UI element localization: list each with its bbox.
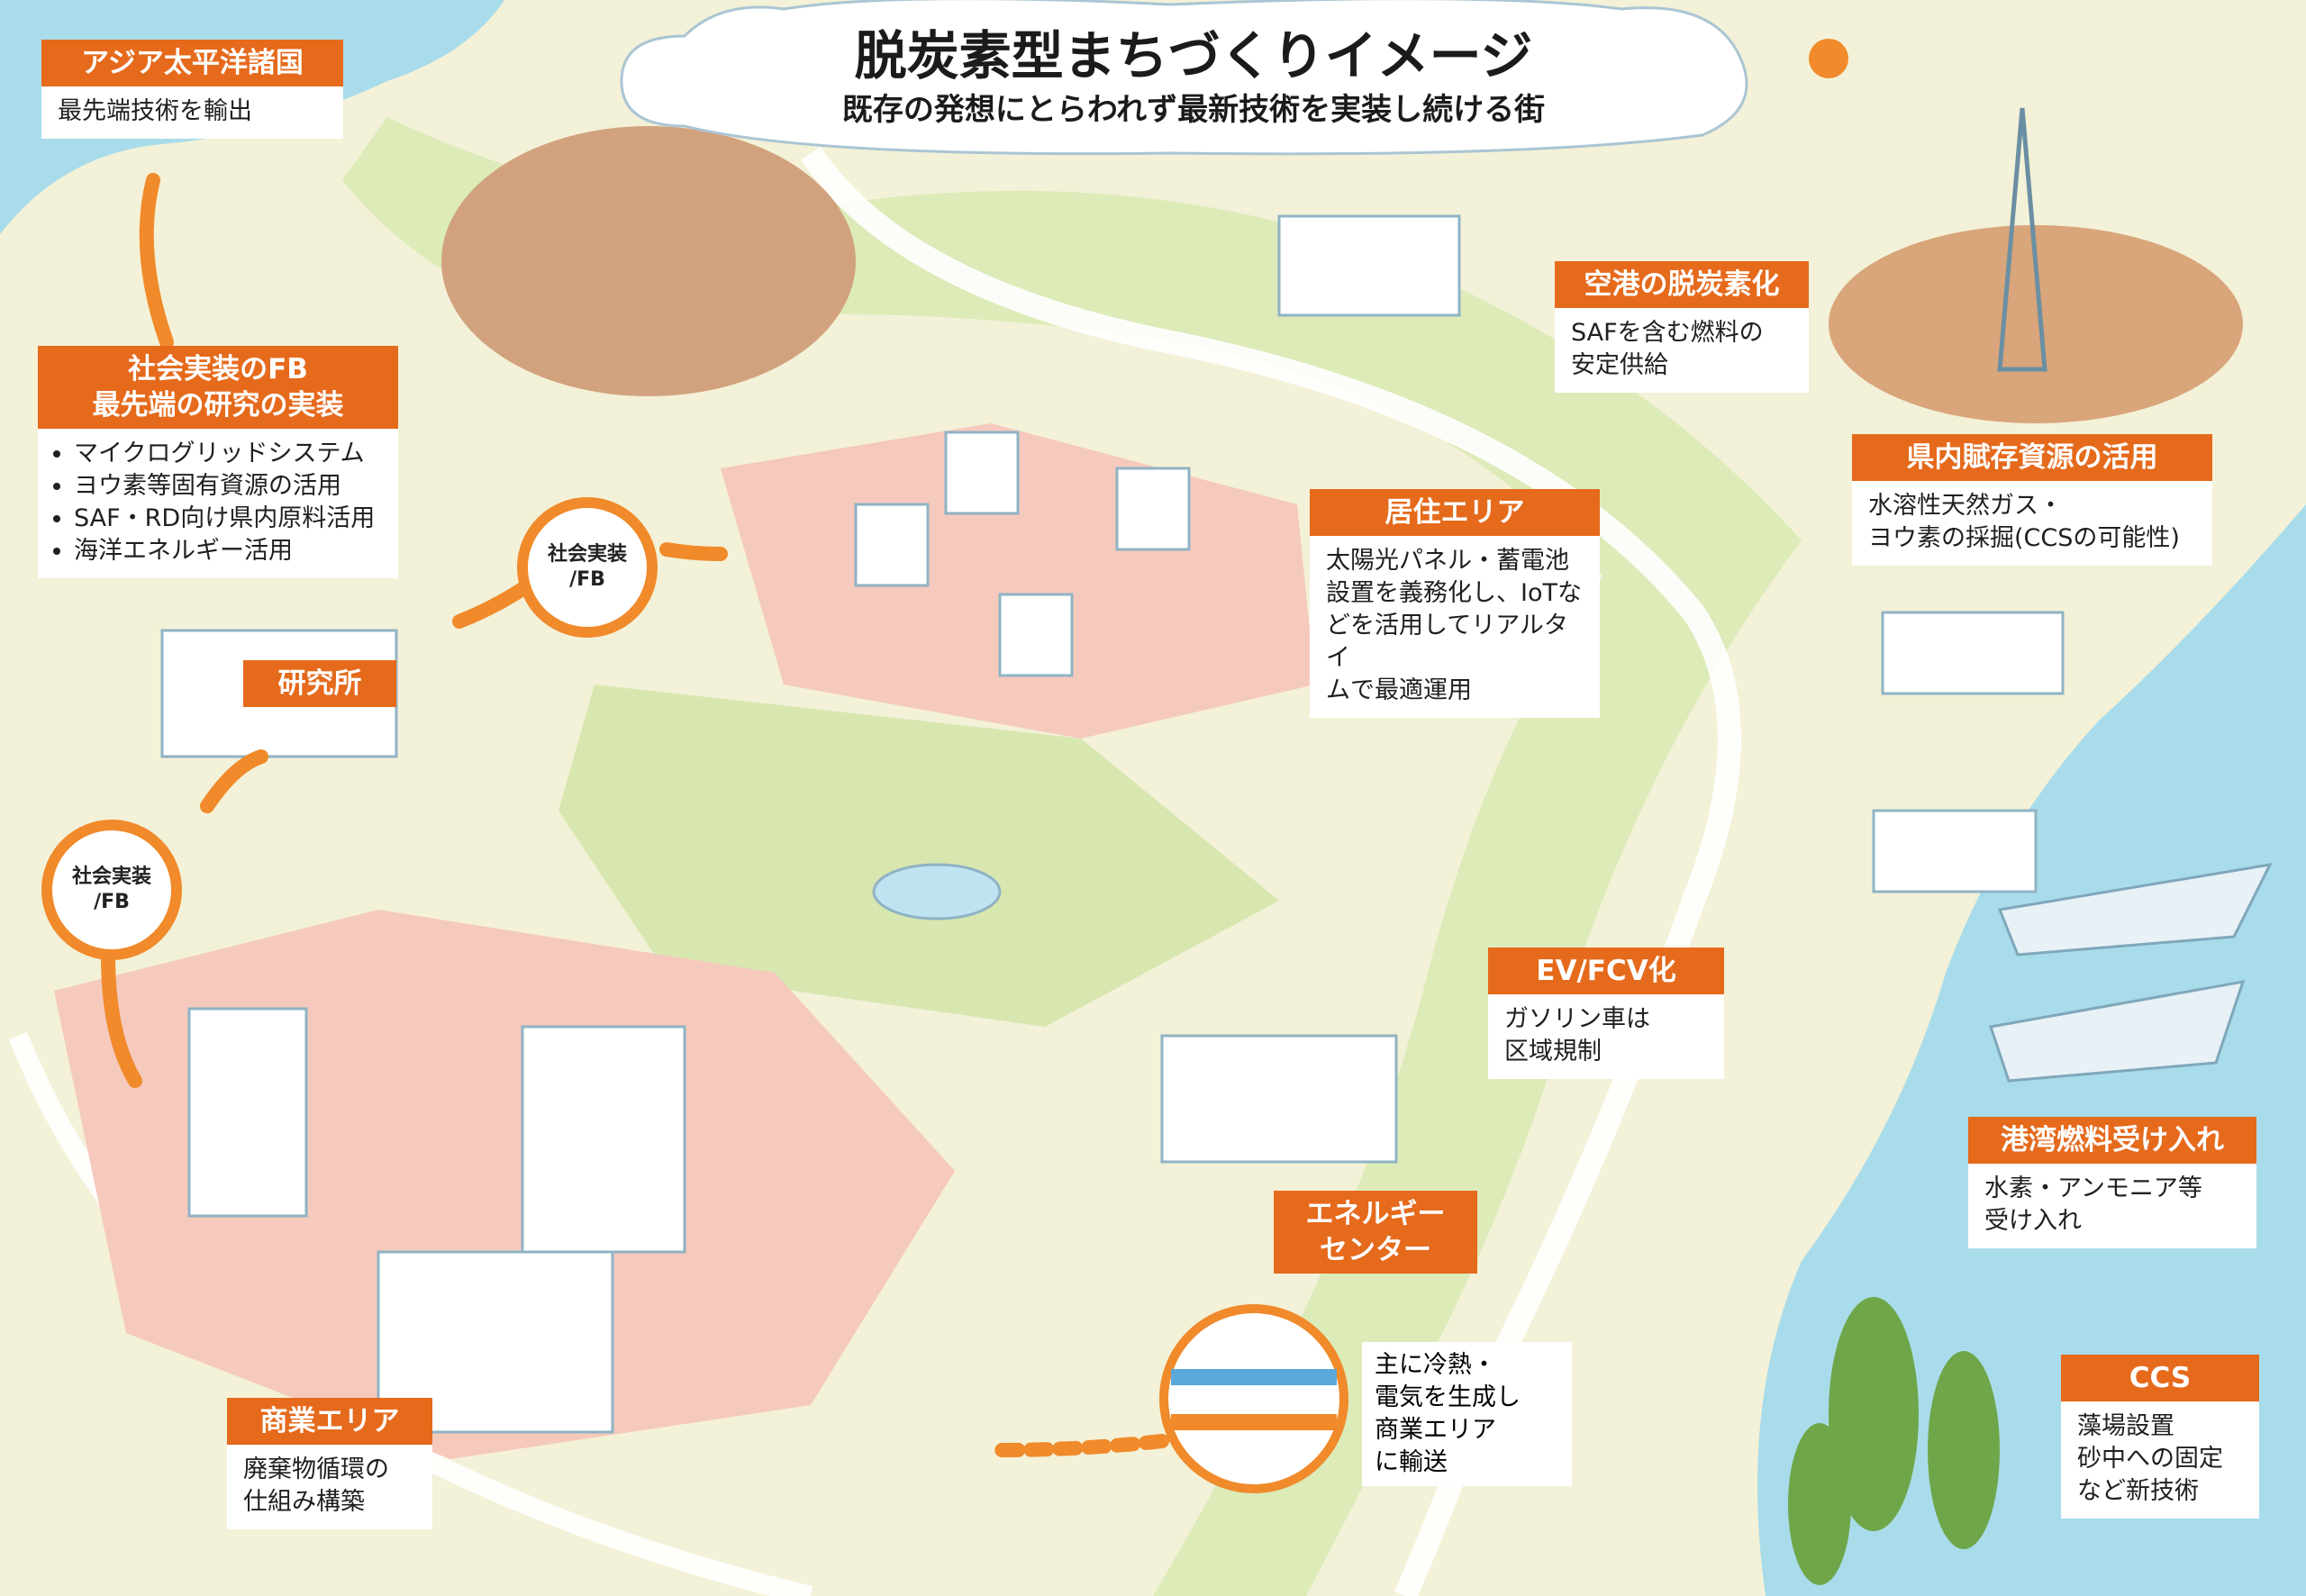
houses — [854, 431, 1191, 677]
list-item: SAF・RD向け県内原料活用 — [74, 503, 382, 535]
callout-asia: アジア太平洋諸国 最先端技術を輸出 — [41, 40, 343, 139]
callout-resources-body: 水溶性天然ガス・ ヨウ素の採掘(CCSの可能性) — [1852, 481, 2212, 566]
farm-zone — [441, 126, 856, 396]
gas-tower-icon — [1997, 107, 2047, 372]
callout-asia-title: アジア太平洋諸国 — [41, 40, 343, 86]
callout-lab-title: 研究所 — [243, 660, 396, 707]
callout-port: 港湾燃料受け入れ 水素・アンモニア等 受け入れ — [1968, 1117, 2256, 1248]
callout-resources-title: 県内賦存資源の活用 — [1852, 434, 2212, 481]
ship-icon — [1989, 980, 2246, 1083]
callout-energy-title: エネルギー センター — [1274, 1191, 1477, 1274]
callout-fb-body: マイクログリッドシステム ヨウ素等固有資源の活用 SAF・RD向け県内原料活用 … — [38, 429, 398, 578]
list-item: マイクログリッドシステム — [74, 438, 382, 470]
sun-icon — [1809, 39, 1848, 78]
cycle-badge-left: 社会実装 /FB — [41, 820, 182, 960]
page-subtitle: 既存の発想にとらわれず最新技術を実装し続ける街 — [841, 92, 1546, 128]
cycle-badge-top: 社会実装 /FB — [517, 497, 658, 638]
callout-ccs-body: 藻場設置 砂中への固定 など新技術 — [2061, 1401, 2259, 1519]
callout-airport-title: 空港の脱炭素化 — [1555, 261, 1809, 308]
fb-list: マイクログリッドシステム ヨウ素等固有資源の活用 SAF・RD向け県内原料活用 … — [54, 438, 382, 567]
callout-port-body: 水素・アンモニア等 受け入れ — [1968, 1164, 2256, 1248]
callout-residential-body: 太陽光パネル・蓄電池 設置を義務化し、IoTな どを活用してリアルタイ ムで最適… — [1310, 536, 1600, 718]
callout-commercial-title: 商業エリア — [227, 1398, 432, 1445]
list-item: 海洋エネルギー活用 — [74, 535, 382, 567]
callout-port-title: 港湾燃料受け入れ — [1968, 1117, 2256, 1164]
ship-icon — [1997, 863, 2273, 957]
title-cloud-shape — [620, 0, 1748, 156]
callout-commercial-body: 廃棄物循環の 仕組み構築 — [227, 1445, 432, 1529]
callout-residential: 居住エリア 太陽光パネル・蓄電池 設置を義務化し、IoTな どを活用してリアルタ… — [1310, 489, 1600, 718]
list-item: ヨウ素等固有資源の活用 — [74, 470, 382, 503]
callout-energy: エネルギー センター — [1274, 1191, 1477, 1274]
page-title: 脱炭素型まちづくりイメージ — [854, 25, 1533, 86]
energy-center-circle — [1159, 1304, 1348, 1493]
title-area: 脱炭素型まちづくりイメージ 既存の発想にとらわれず最新技術を実装し続ける街 — [631, 9, 1757, 153]
park-zone — [558, 685, 1279, 1027]
callout-airport: 空港の脱炭素化 SAFを含む燃料の 安定供給 — [1555, 261, 1809, 393]
callout-asia-body: 最先端技術を輸出 — [41, 86, 343, 139]
callout-ev: EV/FCV化 ガソリン車は 区域規制 — [1488, 948, 1724, 1079]
callout-lab: 研究所 — [243, 660, 396, 707]
resource-zone — [1829, 225, 2243, 423]
callout-residential-title: 居住エリア — [1310, 489, 1600, 536]
callout-resources: 県内賦存資源の活用 水溶性天然ガス・ ヨウ素の採掘(CCSの可能性) — [1852, 434, 2212, 566]
callout-commercial: 商業エリア 廃棄物循環の 仕組み構築 — [227, 1398, 432, 1529]
fountain — [872, 863, 1002, 920]
callout-fb: 社会実装のFB 最先端の研究の実装 マイクログリッドシステム ヨウ素等固有資源の… — [38, 346, 398, 578]
seaweed-icon — [1788, 1297, 2000, 1585]
callout-ccs: CCS 藻場設置 砂中への固定 など新技術 — [2061, 1355, 2259, 1519]
energy-detail: 主に冷熱・ 電気を生成し 商業エリア に輸送 — [1362, 1342, 1572, 1486]
callout-ev-body: ガソリン車は 区域規制 — [1488, 994, 1724, 1079]
callout-airport-body: SAFを含む燃料の 安定供給 — [1555, 308, 1809, 393]
callout-fb-title: 社会実装のFB 最先端の研究の実装 — [38, 346, 398, 429]
callout-ev-title: EV/FCV化 — [1488, 948, 1724, 994]
callout-ccs-title: CCS — [2061, 1355, 2259, 1401]
